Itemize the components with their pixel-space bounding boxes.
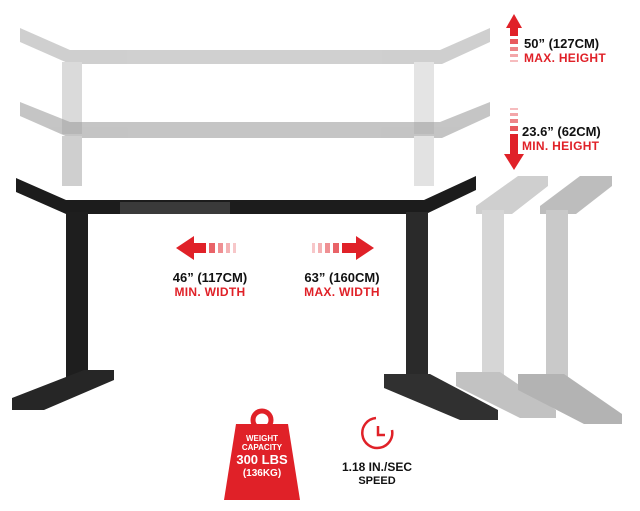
light-frame-front xyxy=(518,176,622,424)
max-height-caption: MAX. HEIGHT xyxy=(524,51,606,65)
speed-caption: SPEED xyxy=(358,475,396,487)
min-width-label: 46” (117CM) MIN. WIDTH xyxy=(160,270,260,300)
weight-line1: WEIGHT xyxy=(246,434,278,443)
weight-capacity-badge: WEIGHT CAPACITY 300 LBS (136KG) xyxy=(222,432,302,498)
weight-line2: CAPACITY xyxy=(241,443,283,452)
speed-value: 1.18 IN./SEC xyxy=(341,460,413,474)
min-height-caption: MIN. HEIGHT xyxy=(522,139,600,153)
max-height-label: 50” (127CM) MAX. HEIGHT xyxy=(524,36,606,66)
ghost-frame-min-height xyxy=(20,102,490,186)
arrow-up-down-icon xyxy=(506,14,522,62)
dark-frame xyxy=(12,176,498,420)
max-width-label: 63” (160CM) MAX. WIDTH xyxy=(292,270,392,300)
max-height-value: 50” (127CM) xyxy=(524,36,600,51)
ghost-frame-max-height xyxy=(20,28,490,134)
weight-value: 300 LBS xyxy=(236,452,288,467)
light-frame-back xyxy=(456,176,556,418)
min-height-label: 23.6” (62CM) MIN. HEIGHT xyxy=(522,124,601,154)
weight-metric: (136KG) xyxy=(242,468,282,479)
min-width-value: 46” (117CM) xyxy=(172,270,248,285)
arrow-right-icon xyxy=(312,236,374,260)
max-width-caption: MAX. WIDTH xyxy=(304,285,380,299)
weight-icon xyxy=(224,408,300,500)
arrow-left-icon xyxy=(176,236,236,260)
clock-icon xyxy=(361,416,394,450)
min-height-value: 23.6” (62CM) xyxy=(522,124,601,139)
min-width-caption: MIN. WIDTH xyxy=(174,285,246,299)
arrow-down-icon xyxy=(504,108,524,170)
speed-label: 1.18 IN./SEC SPEED xyxy=(322,460,432,488)
max-width-value: 63” (160CM) xyxy=(304,270,380,285)
